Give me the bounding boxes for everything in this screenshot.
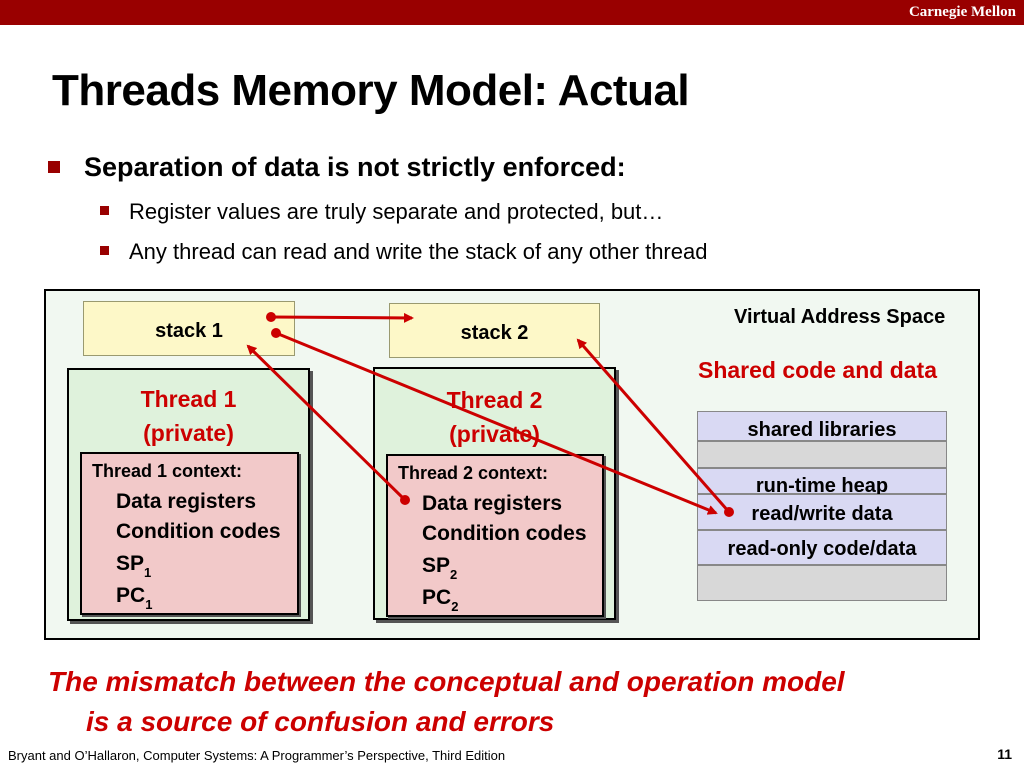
stack-2-box: stack 2 xyxy=(389,303,600,358)
square-bullet-icon xyxy=(48,160,60,173)
conclusion-line-1: The mismatch between the conceptual and … xyxy=(48,666,845,697)
main-bullet: Separation of data is not strictly enfor… xyxy=(48,152,626,183)
page-number: 11 xyxy=(997,746,1012,762)
condition-codes-label: Condition codes xyxy=(116,520,281,543)
pc-subscript: 1 xyxy=(145,597,153,613)
sp-text: SP xyxy=(116,552,145,575)
thread-2-private-label: (private) xyxy=(449,421,540,447)
sp-text: SP xyxy=(422,554,451,577)
brand-logo-text: Carnegie Mellon xyxy=(908,4,1016,20)
thread-2-context-box: Thread 2 context: Data registers Conditi… xyxy=(386,454,604,617)
data-registers-label: Data registers xyxy=(116,490,257,513)
pc-text: PC xyxy=(116,584,146,607)
pc-subscript: 2 xyxy=(451,599,459,615)
sub-bullet-1: Register values are truly separate and p… xyxy=(100,199,663,225)
square-bullet-icon xyxy=(100,245,109,255)
memory-runtime-heap: run-time heap xyxy=(697,468,947,497)
thread-1-private-label: (private) xyxy=(143,420,234,446)
stack-1-label: stack 1 xyxy=(155,320,223,342)
main-bullet-text: Separation of data is not strictly enfor… xyxy=(84,152,626,182)
header-bar: Carnegie Mellon xyxy=(0,0,1024,25)
stack-pointer-label: SP1 xyxy=(116,552,152,581)
program-counter-label: PC2 xyxy=(422,586,459,615)
condition-codes-label: Condition codes xyxy=(422,522,587,545)
stack-pointer-label: SP2 xyxy=(422,554,458,583)
conclusion-note: The mismatch between the conceptual and … xyxy=(48,662,845,742)
shared-code-data-label: Shared code and data xyxy=(698,357,938,383)
thread-2-context-label: Thread 2 context: xyxy=(398,463,549,483)
memory-gap xyxy=(697,441,947,468)
stack-1-box: stack 1 xyxy=(83,301,295,356)
slide-title: Threads Memory Model: Actual xyxy=(52,66,690,115)
conclusion-line-2: is a source of confusion and errors xyxy=(86,706,555,737)
memory-read-write-data: read/write data xyxy=(697,494,947,530)
thread-2-name: Thread 2 xyxy=(446,387,543,413)
data-registers-label: Data registers xyxy=(422,492,563,515)
memory-read-only-code-data: read-only code/data xyxy=(697,530,947,565)
thread-1-context-label: Thread 1 context: xyxy=(92,461,243,481)
pc-text: PC xyxy=(422,586,452,609)
stack-2-label: stack 2 xyxy=(460,322,529,344)
thread-2-title: Thread 2 (private) xyxy=(375,383,614,451)
thread-1-context-box: Thread 1 context: Data registers Conditi… xyxy=(80,452,299,615)
sp-subscript: 2 xyxy=(450,567,458,583)
thread-1-name: Thread 1 xyxy=(140,386,237,412)
sub-bullet-2: Any thread can read and write the stack … xyxy=(100,239,707,265)
sp-subscript: 1 xyxy=(144,565,152,581)
virtual-address-space-label: Virtual Address Space xyxy=(734,306,946,328)
book-credit: Bryant and O’Hallaron, Computer Systems:… xyxy=(8,748,506,763)
program-counter-label: PC1 xyxy=(116,584,153,613)
sub-bullet-text: Any thread can read and write the stack … xyxy=(129,239,708,264)
memory-gap xyxy=(697,565,947,601)
sub-bullet-text: Register values are truly separate and p… xyxy=(129,199,664,224)
thread-1-title: Thread 1 (private) xyxy=(69,382,308,450)
square-bullet-icon xyxy=(100,205,109,215)
memory-shared-libraries: shared libraries xyxy=(697,411,947,441)
